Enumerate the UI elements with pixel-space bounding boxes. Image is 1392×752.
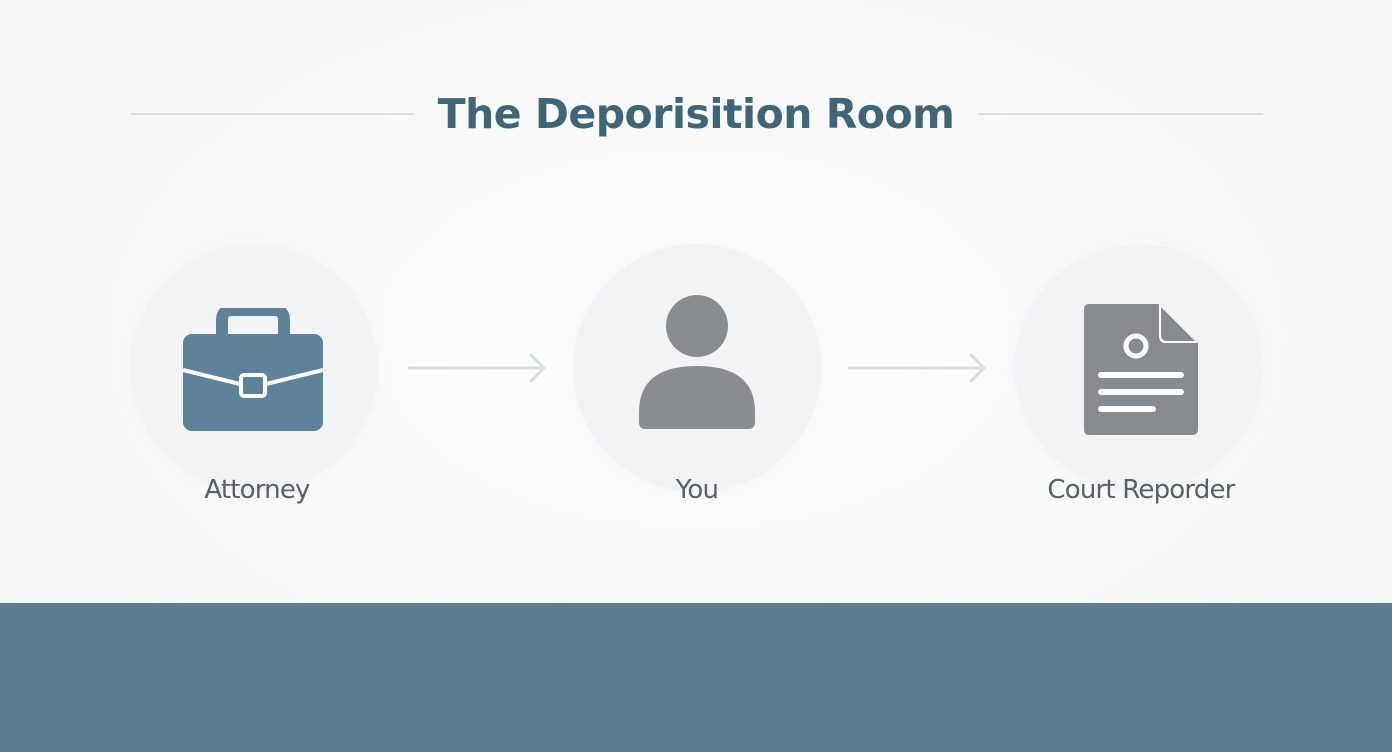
court-reporder-label: Court Reporder: [1047, 475, 1235, 505]
footer-band: [0, 603, 1392, 752]
diagram-title: The Deporisition Room: [437, 90, 955, 138]
attorney-label: Attorney: [204, 475, 310, 505]
briefcase-icon: [182, 308, 324, 432]
arrow-right-icon: [847, 352, 987, 384]
arrow-right-icon: [407, 352, 547, 384]
you-label: You: [675, 475, 719, 505]
title-divider-left: [131, 113, 414, 115]
title-divider-right: [978, 113, 1263, 115]
document-icon: [1083, 303, 1199, 436]
person-icon: [637, 294, 757, 430]
